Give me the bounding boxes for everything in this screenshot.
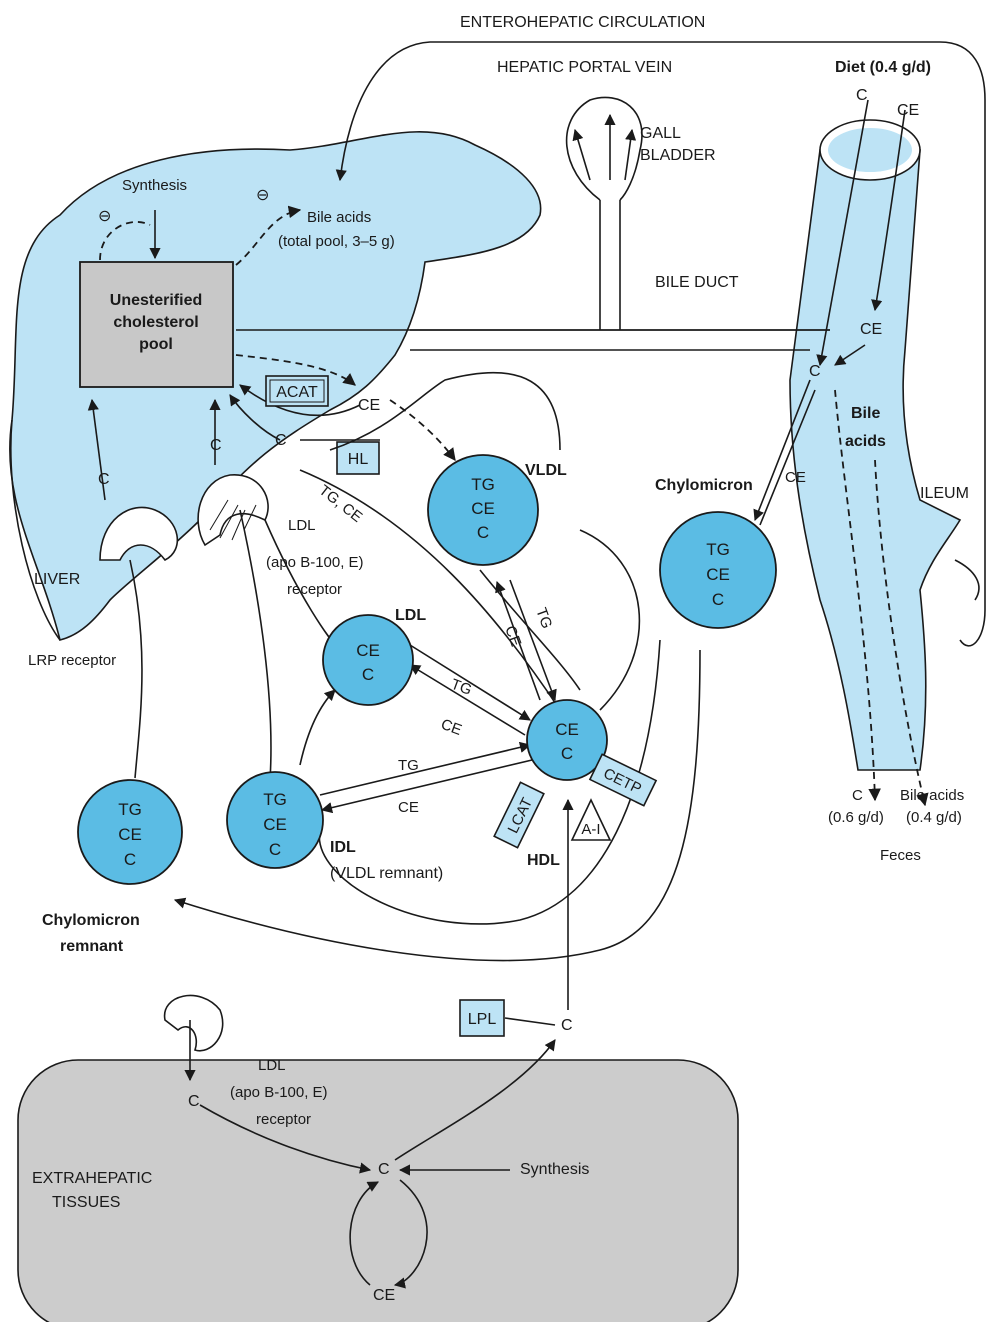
vldl-c: C	[477, 523, 489, 542]
gall-bladder-label-1: GALL	[640, 125, 681, 142]
idl-ce: CE	[263, 815, 287, 834]
lrp-receptor-label: LRP receptor	[28, 652, 116, 669]
idl-hdl-ce: CE	[398, 799, 419, 816]
vldl-tg: TG	[471, 475, 495, 494]
ldl-hdl-ce: CE	[439, 716, 464, 739]
gall-bladder-label-2: BLADDER	[640, 147, 716, 164]
bile-acids-label-2: (total pool, 3–5 g)	[278, 233, 395, 250]
cetp-box: CETP	[590, 754, 656, 805]
liver-c-low: C	[275, 432, 287, 449]
ileum-ce-low: CE	[785, 469, 806, 486]
ileum-label: ILEUM	[920, 485, 969, 502]
acat-label: ACAT	[276, 384, 318, 401]
bile-acids-label-1: Bile acids	[307, 209, 371, 226]
inhibit-icon: ⊖	[256, 187, 269, 204]
pool-label-2: cholesterol	[113, 314, 198, 331]
idl-hdl-tg: TG	[398, 757, 419, 774]
chylomicron-ce: CE	[706, 565, 730, 584]
extrahepatic-tissue-shape	[18, 1060, 738, 1322]
remnant-label-2: remnant	[60, 938, 124, 955]
liver-c-left: C	[98, 471, 110, 488]
extrahepatic-label-2: TISSUES	[52, 1194, 120, 1211]
ileum-bile-acids-1: Bile	[851, 405, 880, 422]
tissue-c-center: C	[378, 1161, 390, 1178]
bile-duct-label: BILE DUCT	[655, 274, 739, 291]
diet-label: Diet (0.4 g/d)	[835, 59, 931, 76]
diet-c: C	[856, 87, 868, 104]
lcat-box: LCAT	[494, 782, 544, 847]
tissue-c-right: C	[561, 1017, 573, 1034]
ldl-receptor-tissue	[165, 996, 223, 1051]
vldl-label: VLDL	[525, 462, 567, 479]
feces-c-amount: (0.6 g/d)	[828, 809, 884, 826]
ldl-c: C	[362, 665, 374, 684]
bile-duct	[410, 330, 830, 350]
ldl-receptor-tissue-label-3: receptor	[256, 1111, 311, 1128]
ldl-label: LDL	[395, 607, 426, 624]
remnant-tg: TG	[118, 800, 142, 819]
vldl-ce: CE	[471, 499, 495, 518]
tissue-ce: CE	[373, 1287, 395, 1304]
tg-ce-label: TG, CE	[316, 482, 366, 526]
idl-label: IDL	[330, 839, 356, 856]
ldl-receptor-liver-label-1: LDL	[288, 517, 316, 534]
vldl-hdl-tg: TG	[532, 606, 555, 631]
ldl-hdl-tg: TG	[449, 676, 474, 699]
ileum-ce-top: CE	[860, 321, 882, 338]
hdl-c: C	[561, 744, 573, 763]
vldl-hdl-ce: CE	[501, 624, 524, 649]
chylomicron-tg: TG	[706, 540, 730, 559]
liver-ce: CE	[358, 397, 380, 414]
chylomicron-label: Chylomicron	[655, 477, 753, 494]
idl-c: C	[269, 840, 281, 859]
liver-synthesis-label: Synthesis	[122, 177, 187, 194]
remnant-ce: CE	[118, 825, 142, 844]
hdl-label: HDL	[527, 852, 560, 869]
ldl-receptor-tissue-label-2: (apo B-100, E)	[230, 1084, 328, 1101]
inhibit-icon: ⊖	[98, 208, 111, 225]
diet-ce: CE	[897, 102, 919, 119]
portal-vein-label: HEPATIC PORTAL VEIN	[497, 59, 672, 76]
ileum-bile-acids-2: acids	[845, 433, 886, 450]
remnant-label-1: Chylomicron	[42, 912, 140, 929]
liver-c-mid: C	[210, 437, 222, 454]
tissue-c-left: C	[188, 1093, 200, 1110]
idl-sublabel: (VLDL remnant)	[330, 865, 443, 882]
tissue-synthesis-label: Synthesis	[520, 1161, 589, 1178]
feces-c: C	[852, 787, 863, 804]
hl-label: HL	[348, 451, 369, 468]
ldl-receptor-liver-label-2: (apo B-100, E)	[266, 554, 364, 571]
idl-tg: TG	[263, 790, 287, 809]
chylomicron-c: C	[712, 590, 724, 609]
apo-ai-label: A-I	[581, 821, 600, 838]
lpl-label: LPL	[468, 1011, 497, 1028]
enterohepatic-label: ENTEROHEPATIC CIRCULATION	[460, 14, 705, 31]
extrahepatic-label-1: EXTRAHEPATIC	[32, 1170, 152, 1187]
hdl-ce: CE	[555, 720, 579, 739]
pool-label-3: pool	[139, 336, 173, 353]
feces-bile-acids: Bile acids	[900, 787, 964, 804]
ileum-c: C	[809, 363, 821, 380]
ldl-particle	[323, 615, 413, 705]
feces-bile-amount: (0.4 g/d)	[906, 809, 962, 826]
liver-label: LIVER	[34, 571, 80, 588]
gall-bladder	[567, 97, 642, 200]
pool-label-1: Unesterified	[110, 292, 202, 309]
ldl-ce: CE	[356, 641, 380, 660]
feces-label: Feces	[880, 847, 921, 864]
remnant-c: C	[124, 850, 136, 869]
ldl-receptor-tissue-label-1: LDL	[258, 1057, 286, 1074]
ldl-receptor-liver-label-3: receptor	[287, 581, 342, 598]
